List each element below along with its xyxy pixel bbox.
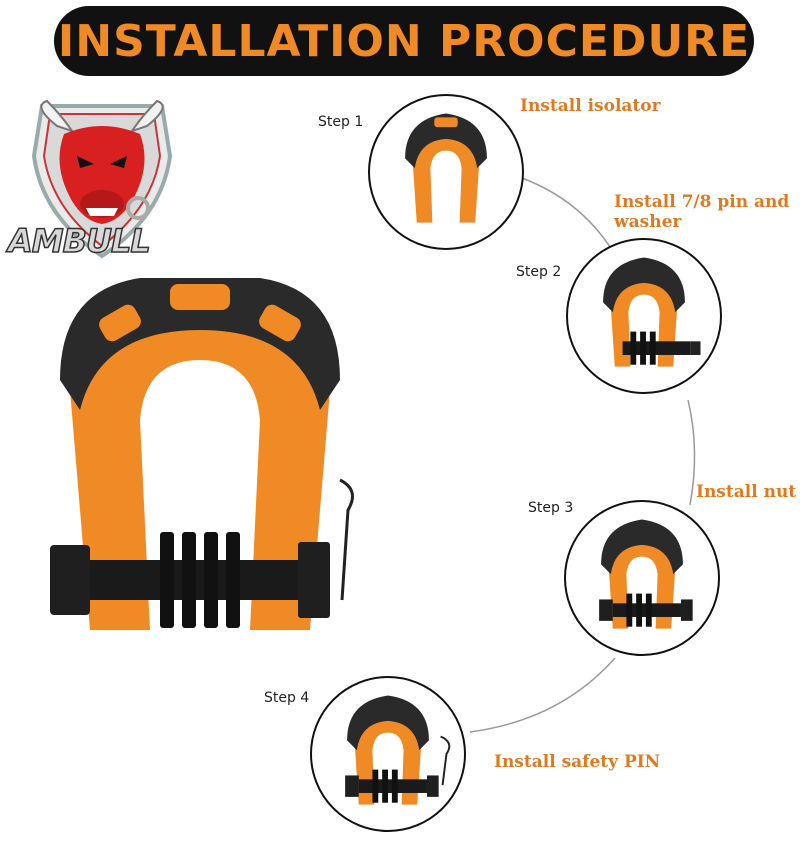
step-2-image [566,238,722,394]
step-3-label: Step 3 [528,500,574,516]
step-4-action: Install safety PIN [494,752,661,772]
step-1-action: Install isolator [520,96,661,116]
step-4-image [310,676,466,832]
shackle-illustration [30,270,370,670]
step-3-action: Install nut [696,482,797,502]
step-3-image [564,500,720,656]
page-title: INSTALLATION PROCEDURE [57,15,751,67]
step-1-image [368,94,524,250]
brand-logo-text: AMBULL [7,221,151,261]
step-2-action: Install 7/8 pin and washer [614,192,790,232]
bull-head-shield-icon [2,96,200,266]
step-2-label: Step 2 [516,264,562,280]
step-1-label: Step 1 [318,114,364,130]
step-4-label: Step 4 [264,690,310,706]
title-banner: INSTALLATION PROCEDURE [54,6,754,76]
